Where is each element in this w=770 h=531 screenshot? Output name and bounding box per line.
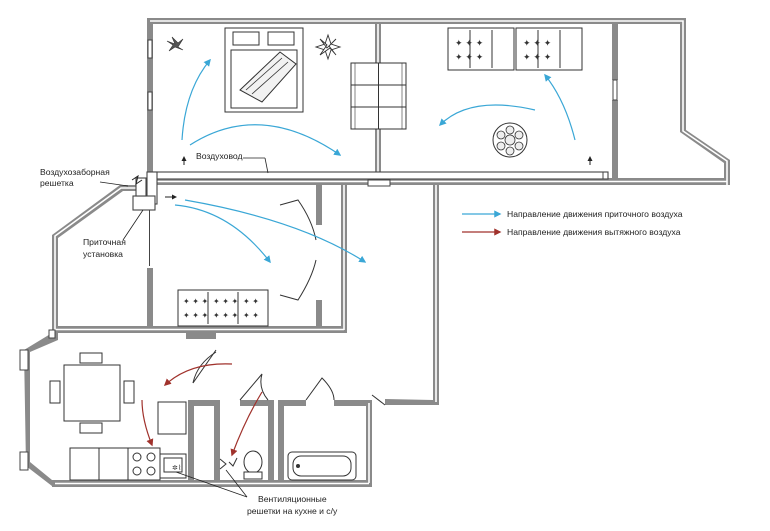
sofa-icon: ✦ ✦ ✦ ✦ ✦ ✦ ✦ ✦ ✦ ✦ ✦ ✦	[447, 27, 583, 71]
supply-airflow-arrows	[174, 58, 576, 264]
exhaust-airflow-arrows	[141, 363, 263, 457]
plant-icon	[492, 122, 528, 158]
svg-text:✦ ✦ ✦: ✦ ✦ ✦	[183, 297, 208, 306]
vent-grilles-label-line1: Вентиляционные	[258, 494, 327, 504]
vent-grilles-label-line2: решетки на кухне и с/у	[247, 506, 338, 516]
svg-text:✦ ✦: ✦ ✦	[243, 311, 259, 320]
windows	[19, 39, 618, 471]
svg-text:✦ ✦ ✦: ✦ ✦ ✦	[213, 297, 238, 306]
dining-table-icon	[49, 352, 135, 434]
annotation-labels: Воздухозаборная решетка Воздуховод Прито…	[40, 151, 338, 516]
plant-icon	[314, 33, 342, 61]
svg-text:✦ ✦ ✦: ✦ ✦ ✦	[523, 53, 552, 63]
air-intake-label-line2: решетка	[40, 178, 74, 188]
svg-text:✦ ✦ ✦: ✦ ✦ ✦	[455, 39, 484, 49]
leader-lines	[99, 157, 269, 498]
bed-icon	[224, 27, 304, 113]
toilet-icon	[243, 450, 263, 480]
svg-text:✲⌇: ✲⌇	[172, 464, 181, 472]
duct-label: Воздуховод	[196, 151, 243, 161]
kitchen-counter-icon	[69, 447, 187, 481]
air-duct	[131, 156, 609, 211]
svg-text:✦ ✦ ✦: ✦ ✦ ✦	[183, 311, 208, 320]
sink-icon: ✲⌇	[172, 457, 238, 472]
bathtub-icon	[287, 451, 357, 481]
svg-text:✦ ✦ ✦: ✦ ✦ ✦	[455, 53, 484, 63]
wardrobe-icon	[350, 62, 407, 130]
legend: Направление движения приточного воздуха …	[462, 209, 683, 237]
legend-exhaust-label: Направление движения вытяжного воздуха	[507, 227, 681, 237]
legend-supply-label: Направление движения приточного воздуха	[507, 209, 683, 219]
air-intake-label-line1: Воздухозаборная	[40, 167, 110, 177]
svg-text:✦ ✦ ✦: ✦ ✦ ✦	[523, 39, 552, 49]
supply-unit-label-line2: установка	[83, 249, 123, 259]
wall-inner-lines	[54, 20, 728, 485]
plant-icon	[166, 36, 184, 52]
sofa-icon: ✦ ✦ ✦ ✦ ✦ ✦ ✦ ✦ ✦ ✦ ✦ ✦ ✦ ✦ ✦ ✦	[177, 289, 269, 327]
svg-text:✦ ✦ ✦: ✦ ✦ ✦	[213, 311, 238, 320]
svg-text:✦ ✦: ✦ ✦	[243, 297, 259, 306]
supply-unit-label-line1: Приточная	[83, 237, 126, 247]
fridge-icon	[157, 401, 187, 435]
